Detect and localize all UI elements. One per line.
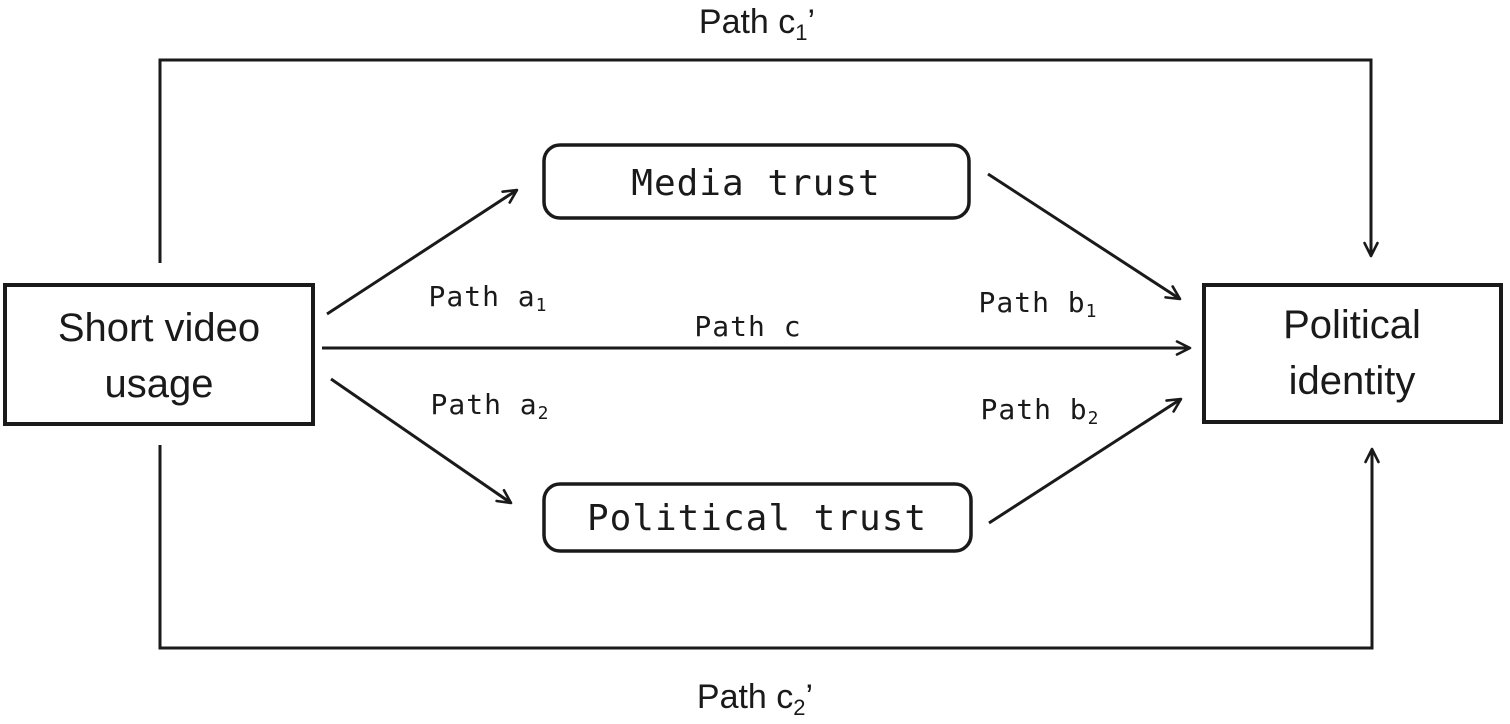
path-c1-prime-mark: ’	[808, 3, 816, 41]
short-video-usage-label-line1: Short video	[58, 306, 260, 350]
media-trust-box	[542, 143, 971, 220]
path-a1-sub: 1	[536, 295, 548, 316]
arrow-path-b1	[987, 172, 1182, 301]
short-video-usage-label-line2: usage	[105, 362, 214, 406]
path-c2-prime-sub: 2	[793, 695, 805, 720]
path-b1-main: Path b	[979, 286, 1086, 319]
path-b2-main: Path b	[981, 393, 1088, 426]
path-b1-label: Path b1	[979, 286, 1098, 322]
path-a2-label: Path a2	[431, 388, 550, 424]
arrow-path-c1-prime	[158, 58, 1379, 263]
arrow-path-b2	[988, 397, 1183, 525]
political-identity-box	[1202, 283, 1503, 424]
path-b2-label: Path b2	[981, 393, 1100, 429]
path-b2-sub: 2	[1088, 408, 1100, 429]
path-c2-prime-mark: ’	[806, 678, 814, 716]
path-c-label: Path c	[694, 310, 801, 343]
political-identity-label-line2: identity	[1289, 359, 1416, 403]
path-a2-sub: 2	[538, 403, 550, 424]
path-c1-prime-sub: 1	[795, 20, 807, 45]
path-c2-prime-main: Path c	[697, 678, 793, 716]
short-video-usage-box	[3, 283, 315, 426]
path-a1-label: Path a1	[429, 280, 548, 316]
path-c2-prime-label: Path c2’	[697, 678, 813, 720]
arrow-path-c2-prime	[158, 445, 1380, 650]
political-trust-label: Political trust	[587, 498, 927, 539]
path-b1-sub: 1	[1086, 301, 1098, 322]
political-identity-label-line1: Political	[1283, 303, 1421, 347]
arrow-path-a1	[326, 188, 519, 316]
media-trust-label: Media trust	[631, 163, 880, 204]
path-a2-main: Path a	[431, 388, 538, 421]
path-c1-prime-main: Path c	[699, 3, 795, 41]
path-a1-main: Path a	[429, 280, 536, 313]
path-c1-prime-label: Path c1’	[699, 3, 815, 45]
political-trust-box	[542, 482, 973, 553]
arrow-path-a2	[330, 377, 513, 505]
